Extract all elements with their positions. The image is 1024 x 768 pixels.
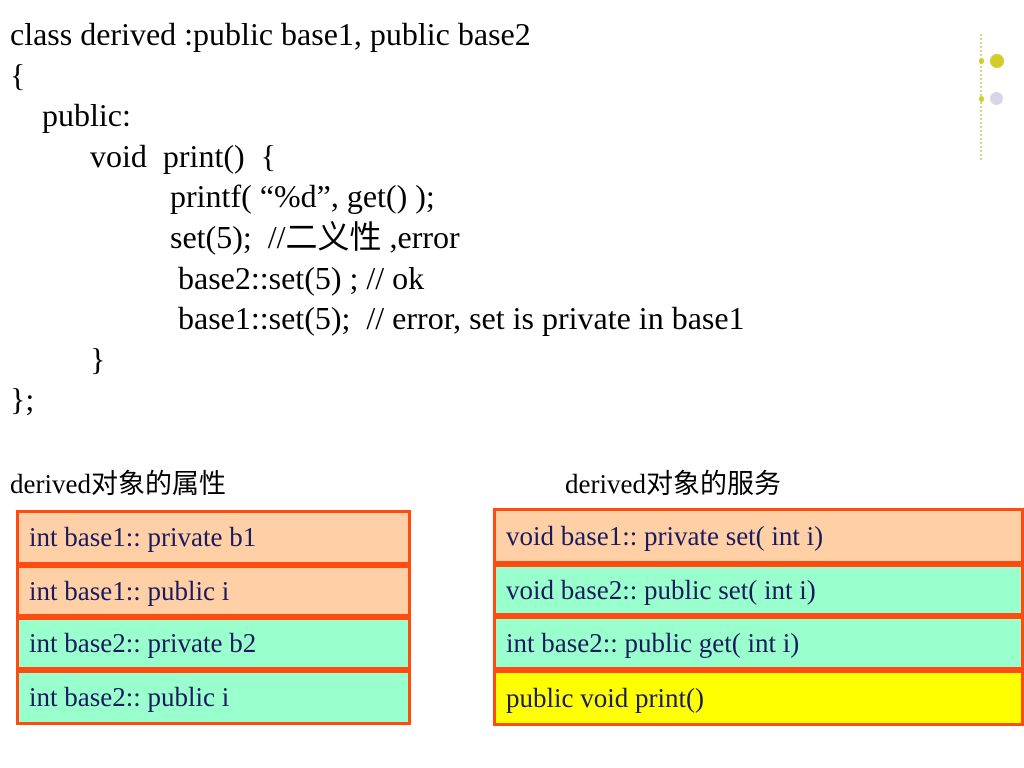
code-line: public:: [10, 97, 131, 134]
code-line: }: [10, 340, 106, 377]
services-title: derived对象的服务: [565, 469, 781, 499]
decorative-dot-icon: [990, 54, 1004, 68]
code-line: class derived :public base1, public base…: [10, 16, 531, 52]
attribute-box: int base1:: private b1: [16, 510, 411, 565]
service-box: void base1:: private set( int i): [493, 508, 1024, 564]
code-line: void print() {: [10, 137, 276, 174]
code-line: base1::set(5); // error, set is private …: [10, 300, 745, 337]
attribute-box: int base2:: public i: [16, 670, 411, 725]
decorative-dot-icon: [979, 96, 984, 102]
code-line: {: [10, 56, 26, 93]
decorative-dot-icon: [990, 92, 1003, 105]
service-box: int base2:: public get( int i): [493, 616, 1024, 670]
service-box: public void print(): [493, 670, 1024, 726]
attribute-box: int base1:: public i: [16, 565, 411, 617]
service-box: void base2:: public set( int i): [493, 564, 1024, 616]
code-line: base2::set(5) ; // ok: [10, 259, 425, 296]
code-block: class derived :public base1, public base…: [10, 14, 745, 420]
code-line: set(5); //二义性 ,error: [10, 218, 460, 255]
attributes-title: derived对象的属性: [10, 469, 226, 499]
code-line: printf( “%d”, get() );: [10, 178, 435, 215]
attribute-box: int base2:: private b2: [16, 617, 411, 670]
decorative-dot-icon: [979, 58, 984, 64]
code-line: };: [10, 381, 35, 418]
